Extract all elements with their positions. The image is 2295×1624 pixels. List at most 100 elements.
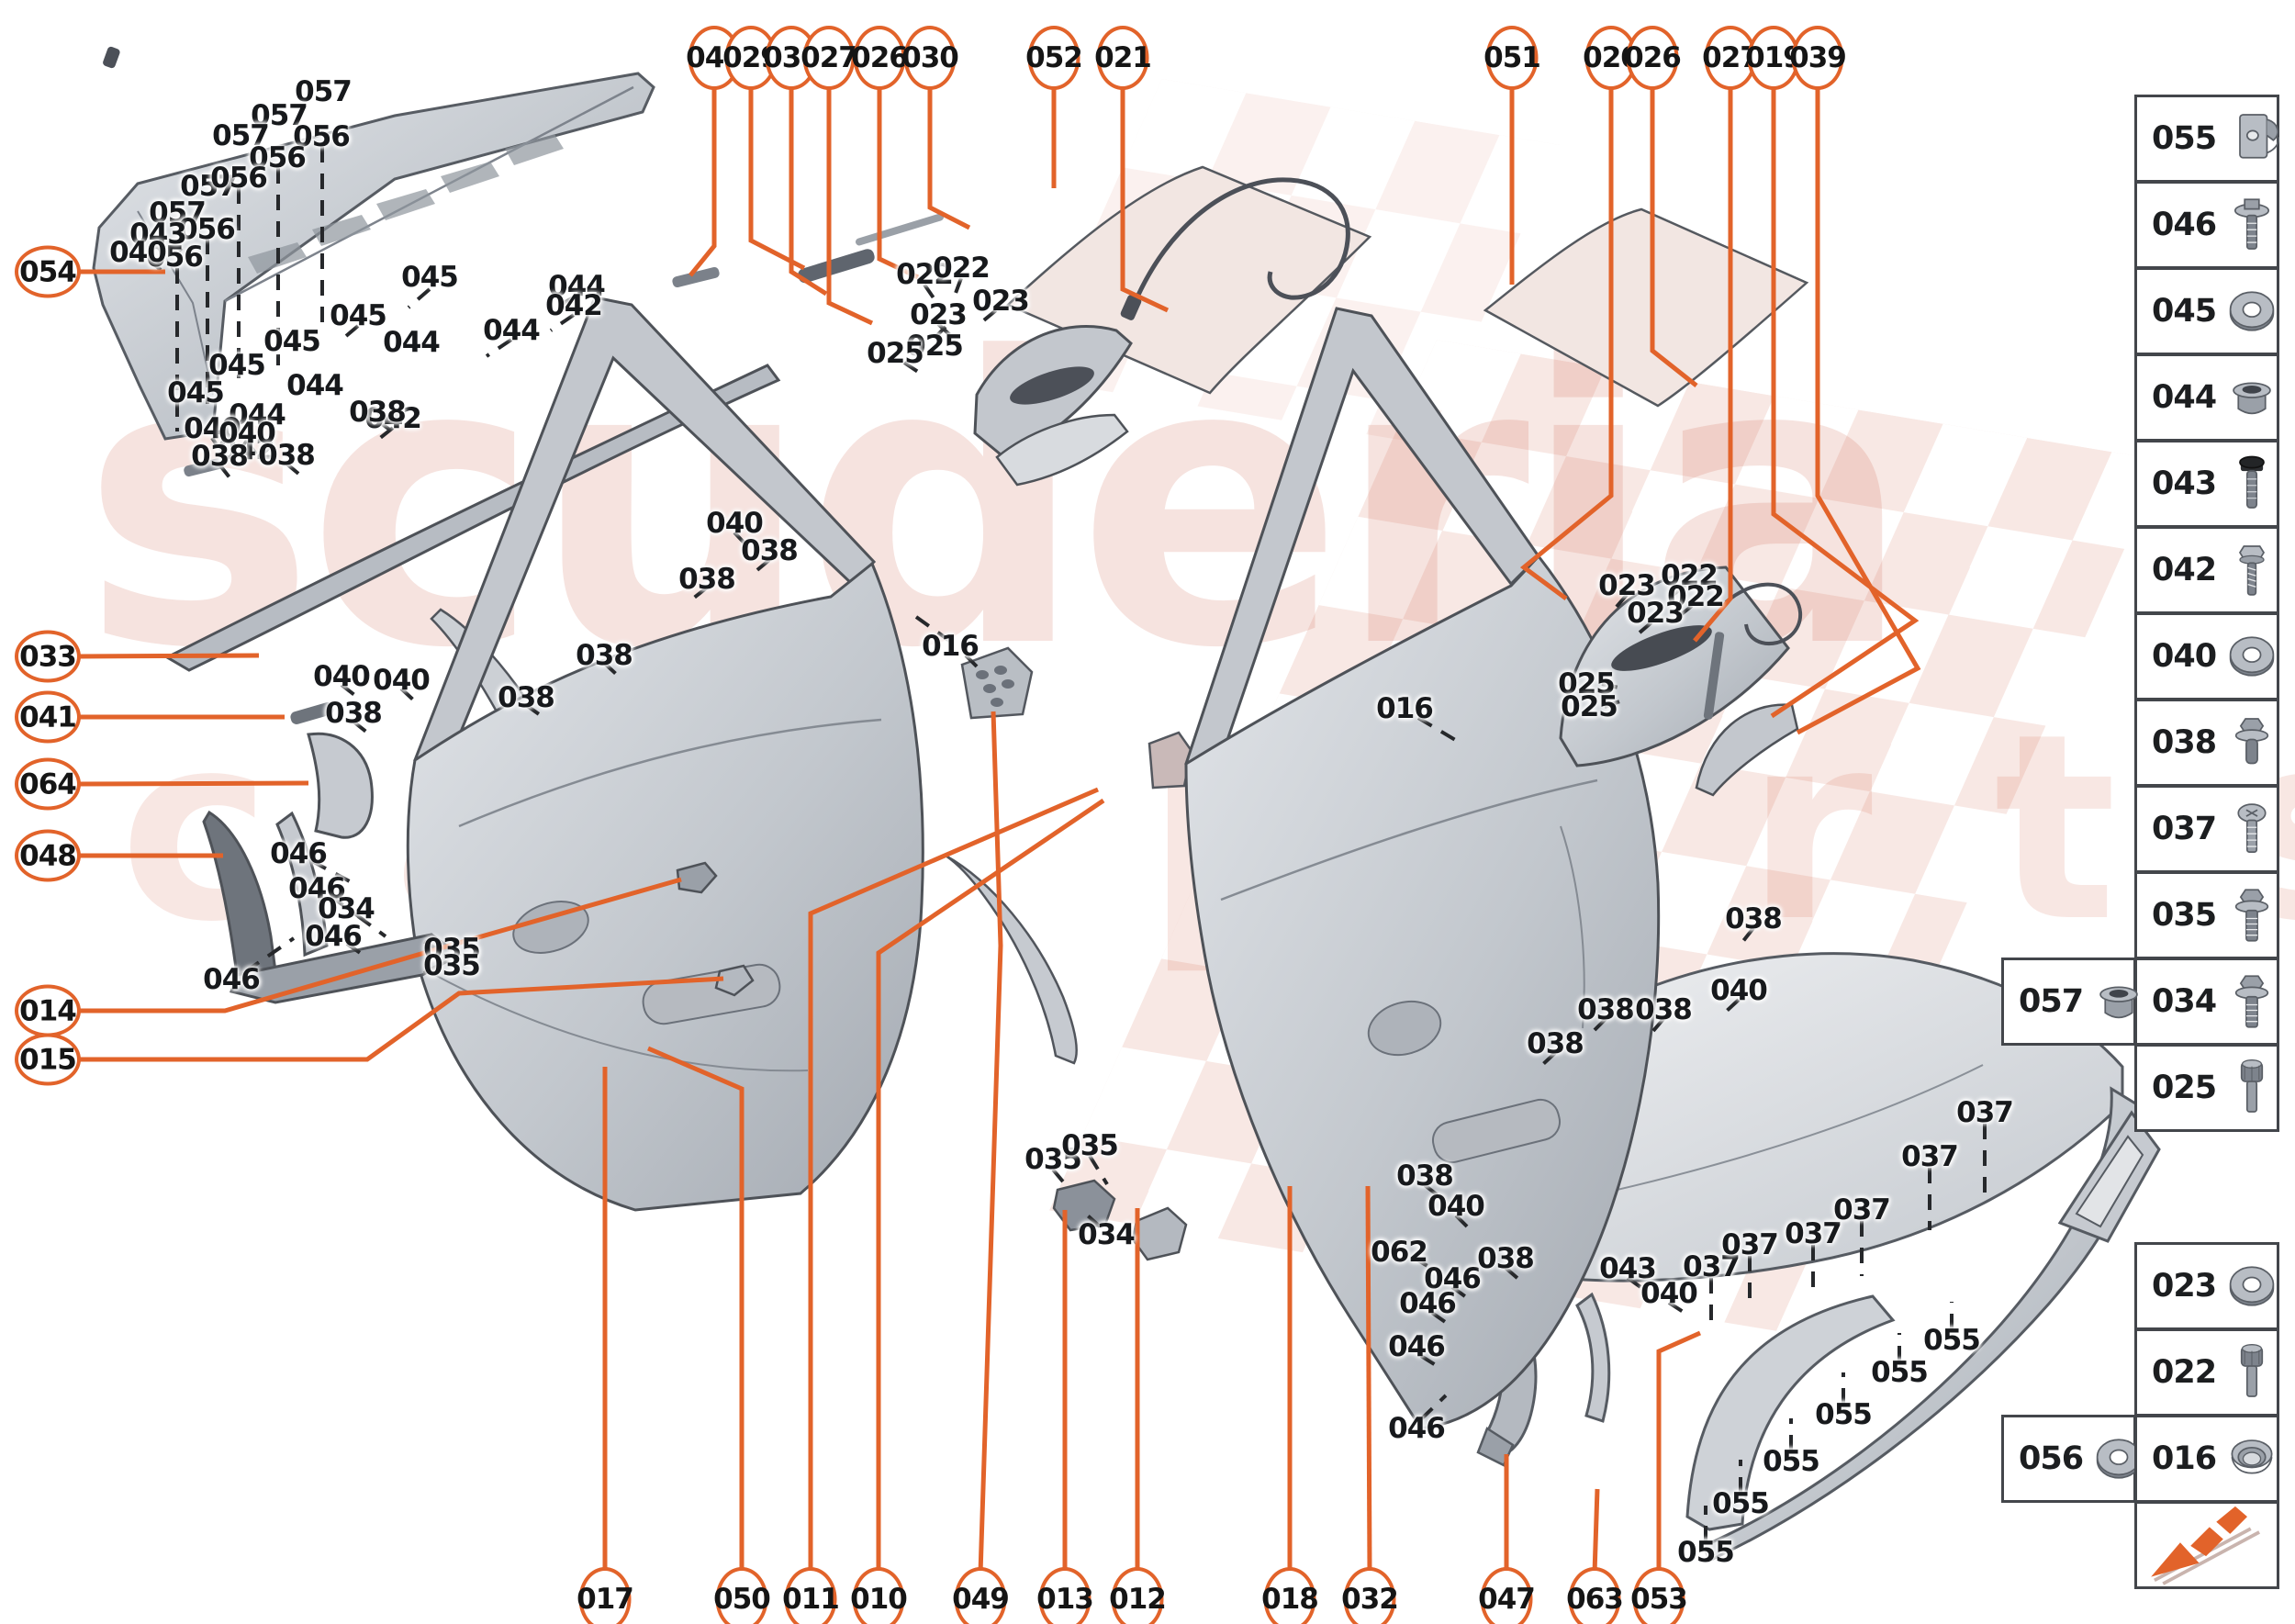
part-number-label: 056 — [178, 213, 236, 246]
callout-badge-015[interactable]: 015 — [15, 1033, 81, 1086]
legend-item-037[interactable]: 037 — [2134, 785, 2279, 873]
hex-bolt-icon — [2234, 718, 2269, 765]
legend-item-025[interactable]: 025 — [2134, 1044, 2279, 1132]
callout-badge-014[interactable]: 014 — [15, 984, 81, 1037]
part-number-label: 057 — [251, 99, 308, 132]
legend-item-034[interactable]: 034 — [2134, 958, 2279, 1046]
part-number-label: 055 — [1815, 1398, 1873, 1431]
leader-dash — [1504, 1266, 1521, 1282]
part-number-label: 035 — [1024, 1143, 1082, 1176]
callout-badge-052[interactable]: 052 — [1025, 26, 1083, 90]
legend-part-number: 022 — [2152, 1354, 2217, 1391]
leader-dash — [1738, 926, 1755, 947]
legend-item-057[interactable]: 057 — [2001, 958, 2138, 1046]
leader-dash — [1651, 1017, 1665, 1034]
leader-dash — [1423, 1183, 1443, 1200]
legend-item-043[interactable]: 043 — [2134, 440, 2279, 528]
legend-item-023[interactable]: 023 — [2134, 1242, 2279, 1330]
part-seal-strip-drawing — [290, 702, 334, 724]
callout-line — [1592, 1488, 1600, 1574]
callout-badge-054[interactable]: 054 — [15, 245, 81, 298]
legend-item-045[interactable]: 045 — [2134, 267, 2279, 355]
part-number-label: 038 — [1477, 1242, 1535, 1275]
flange-nut-icon — [2099, 986, 2138, 1019]
leader-dash — [485, 338, 513, 358]
leader-dash — [1051, 1168, 1069, 1188]
legend-item-022[interactable]: 022 — [2134, 1328, 2279, 1417]
legend-part-number: 040 — [2152, 638, 2217, 675]
leader-dash — [1430, 1311, 1452, 1327]
callout-badge-033[interactable]: 033 — [15, 630, 81, 683]
leader-dash — [1667, 1301, 1686, 1315]
callout-badge-049[interactable]: 049 — [952, 1567, 1010, 1624]
leader-dash — [340, 683, 360, 700]
legend-part-number: 056 — [2019, 1440, 2084, 1477]
callout-badge-026[interactable]: 026 — [851, 26, 909, 90]
part-number-label: 040 — [1427, 1190, 1485, 1223]
callout-badge-011[interactable]: 011 — [782, 1567, 840, 1624]
callout-badge-017[interactable]: 017 — [577, 1567, 634, 1624]
callout-badge-047[interactable]: 047 — [1478, 1567, 1536, 1624]
leader-dash — [1626, 1276, 1645, 1291]
callout-badge-010[interactable]: 010 — [850, 1567, 908, 1624]
flange-nut-icon — [2233, 382, 2271, 415]
callout-badge-050[interactable]: 050 — [713, 1567, 771, 1624]
leader-dash — [147, 258, 167, 275]
part-number-label: 046 — [1399, 1287, 1457, 1320]
leader-dash — [399, 687, 417, 703]
part-number-label: 035 — [1061, 1129, 1119, 1162]
callout-badge-053[interactable]: 053 — [1630, 1567, 1688, 1624]
part-number-label: 025 — [867, 337, 924, 370]
legend-item-055[interactable]: 055 — [2134, 95, 2279, 183]
callout-badge-031[interactable]: 031 — [763, 26, 821, 90]
part-vent-grille-drawing — [960, 646, 1193, 790]
part-number-label: 057 — [295, 75, 353, 108]
callout-badge-032[interactable]: 032 — [1341, 1567, 1399, 1624]
part-number-label: 025 — [1561, 690, 1618, 723]
legend-part-number: 043 — [2152, 465, 2217, 502]
legend-item-046[interactable]: 046 — [2134, 181, 2279, 269]
callout-badge-030[interactable]: 030 — [901, 26, 959, 90]
callout-badge-026[interactable]: 026 — [1624, 26, 1682, 90]
legend-item-044[interactable]: 044 — [2134, 353, 2279, 442]
legend-part-number: 025 — [2152, 1070, 2217, 1106]
screw-icon — [2239, 545, 2266, 596]
part-a-pillar-trim-drawing — [202, 732, 462, 1004]
leader-dash — [953, 277, 963, 297]
leader-dash — [524, 703, 543, 718]
leader-dash — [311, 859, 359, 888]
callout-line — [77, 653, 260, 659]
leader-dash — [1669, 583, 1687, 599]
callout-badge-064[interactable]: 064 — [15, 757, 81, 811]
legend-item-042[interactable]: 042 — [2134, 526, 2279, 614]
leader-dash — [420, 964, 439, 977]
callout-badge-027[interactable]: 027 — [800, 26, 858, 90]
part-number-label: 038 — [741, 534, 799, 567]
callout-badge-041[interactable]: 041 — [15, 690, 81, 744]
leader-dash — [338, 324, 360, 343]
callout-badge-021[interactable]: 021 — [1094, 26, 1152, 90]
part-number-label: 025 — [906, 330, 964, 363]
legend-item-038[interactable]: 038 — [2134, 699, 2279, 787]
legend-item-056[interactable]: 056 — [2001, 1415, 2142, 1503]
part-number-label: 044 — [383, 326, 441, 359]
part-number-label: 044 — [483, 314, 541, 347]
legend-item-040[interactable]: 040 — [2134, 612, 2279, 700]
callout-badge-018[interactable]: 018 — [1261, 1567, 1319, 1624]
callout-badge-012[interactable]: 012 — [1109, 1567, 1167, 1624]
leader-dash — [1419, 1394, 1448, 1421]
legend-item-035[interactable]: 035 — [2134, 871, 2279, 959]
part-number-label: 023 — [1598, 569, 1656, 602]
part-left-door-drawing — [406, 296, 924, 1212]
callout-badge-063[interactable]: 063 — [1566, 1567, 1624, 1624]
callout-badge-039[interactable]: 039 — [1789, 26, 1847, 90]
leader-dash — [356, 914, 387, 938]
hex-bolt-long-icon — [2234, 889, 2269, 942]
socket-bolt-icon — [2240, 1059, 2264, 1113]
callout-badge-051[interactable]: 051 — [1483, 26, 1541, 90]
part-number-label: 038 — [1577, 993, 1635, 1026]
callout-badge-048[interactable]: 048 — [15, 829, 81, 882]
callout-line — [826, 88, 874, 326]
callout-badge-013[interactable]: 013 — [1036, 1567, 1094, 1624]
legend-item-016[interactable]: 016 — [2134, 1415, 2279, 1503]
